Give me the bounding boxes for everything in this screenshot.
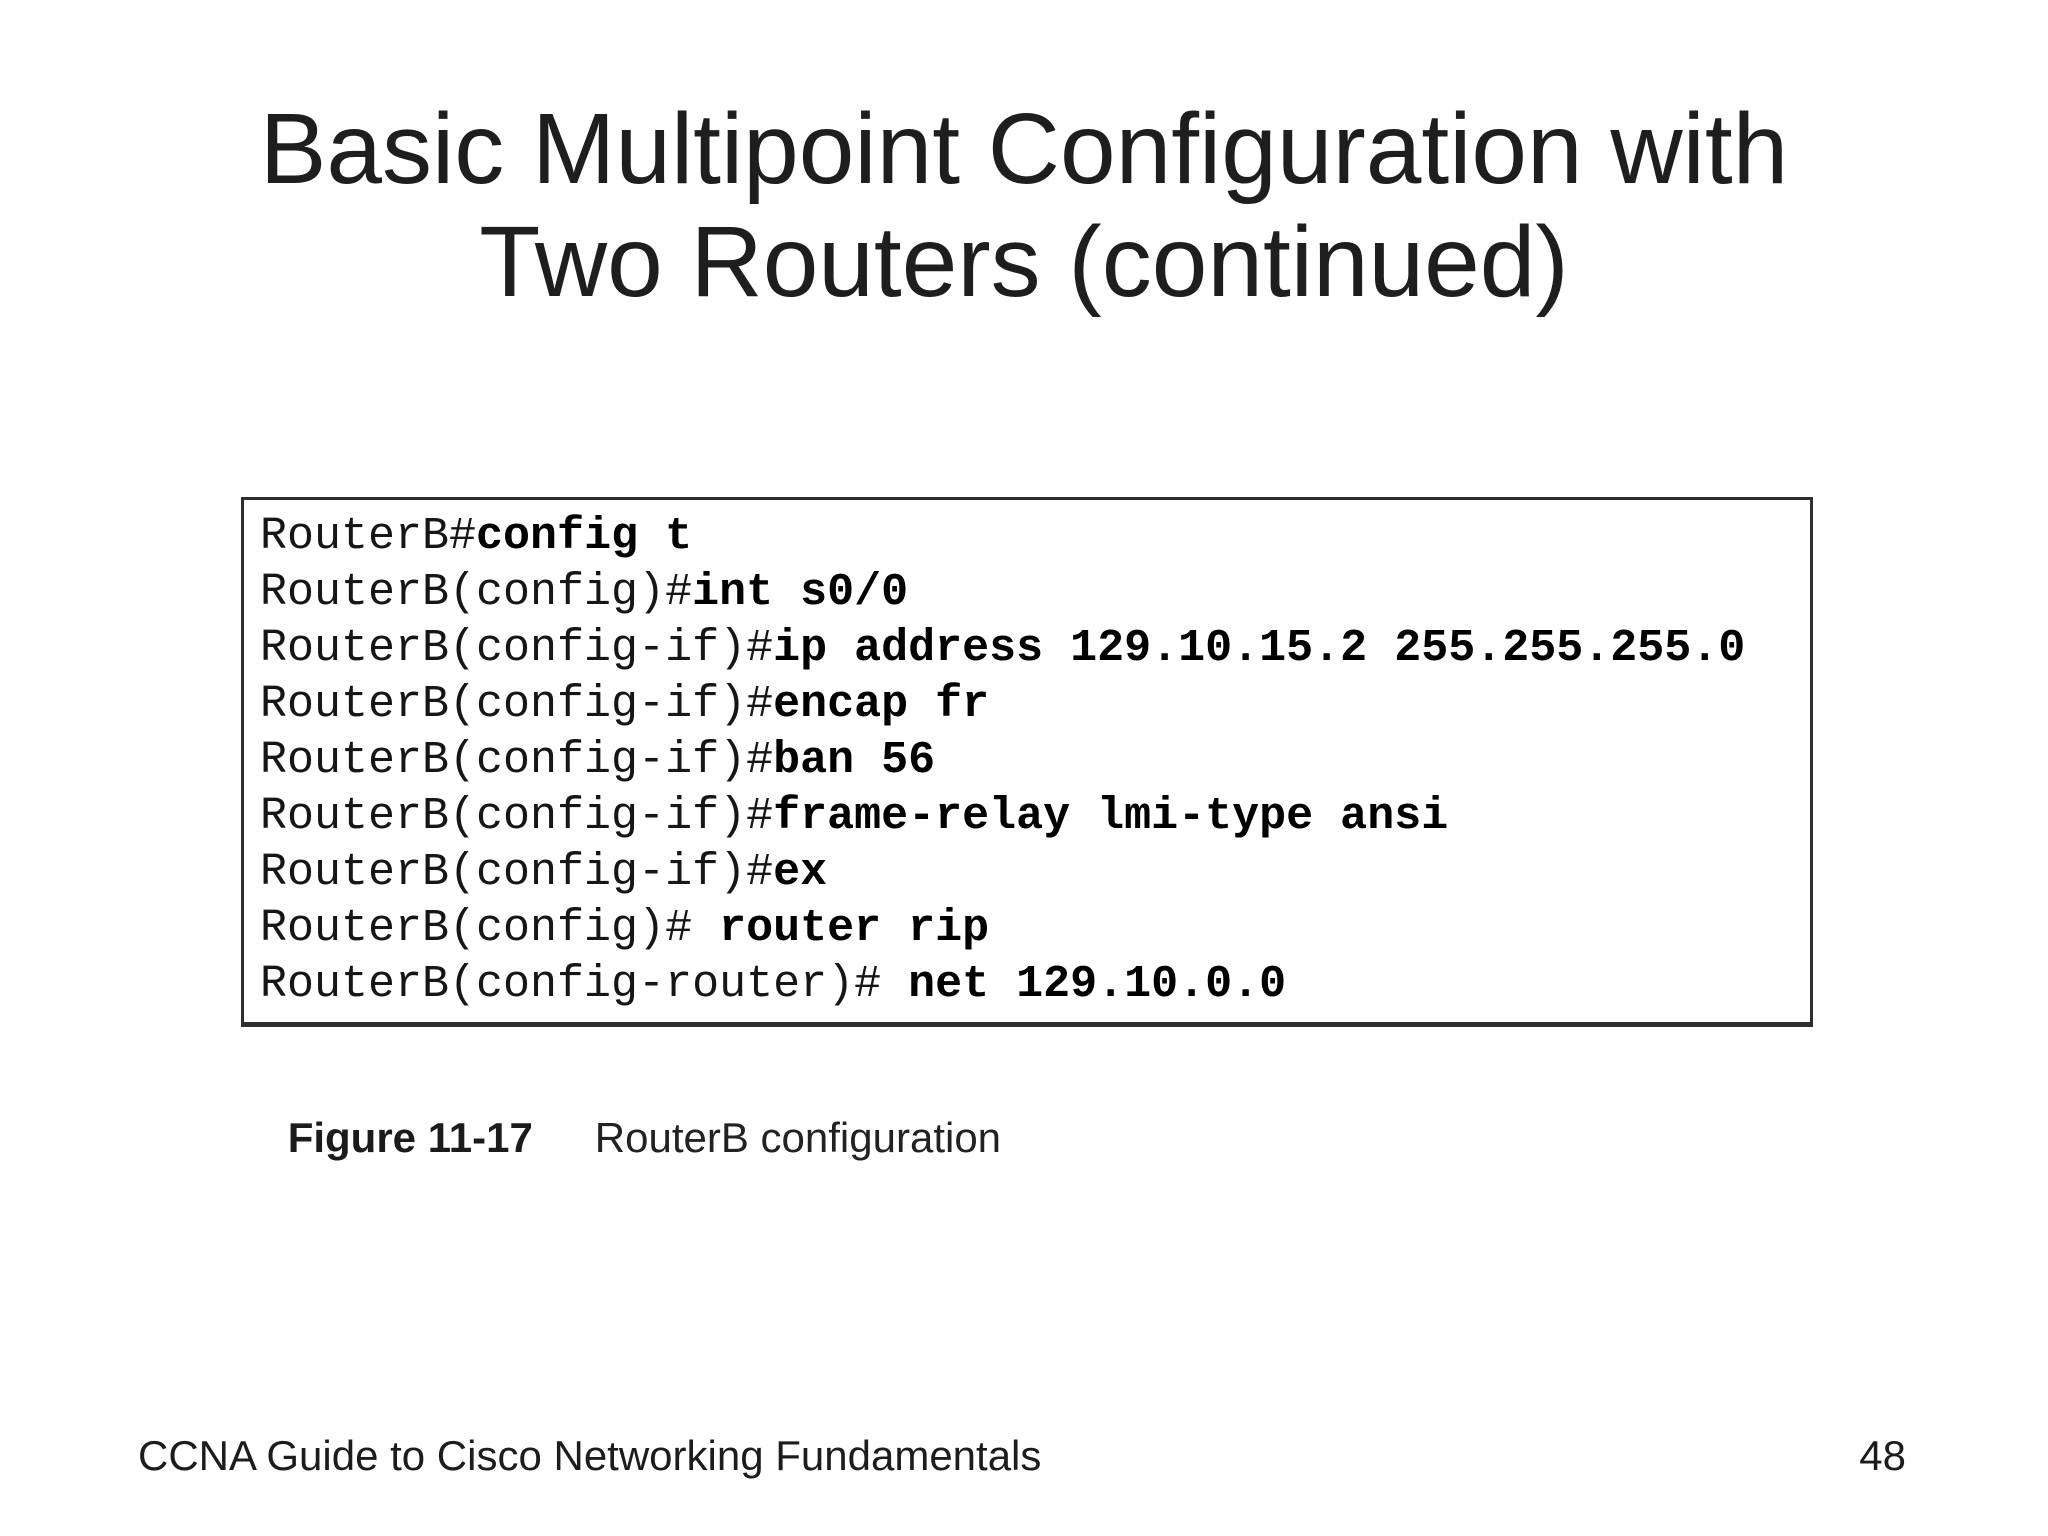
terminal-command: encap fr: [773, 679, 990, 730]
terminal-command: ex: [773, 847, 828, 898]
footer-book-title: CCNA Guide to Cisco Networking Fundament…: [138, 1432, 1042, 1479]
terminal-line: RouterB(config-router)# net 129.10.0.0: [260, 957, 1810, 1013]
terminal-line: RouterB(config)#int s0/0: [260, 565, 1810, 621]
terminal-line: RouterB(config-if)#frame-relay lmi-type …: [260, 789, 1810, 845]
terminal-line: RouterB(config)# router rip: [260, 901, 1810, 957]
terminal-line: RouterB(config-if)#ip address 129.10.15.…: [260, 621, 1810, 677]
terminal-command: net 129.10.0.0: [908, 959, 1287, 1010]
terminal-figure-box: RouterB#config t RouterB(config)#int s0/…: [241, 497, 1813, 1027]
slide-title-line-1: Basic Multipoint Configuration with: [259, 93, 1789, 205]
terminal-prompt: RouterB(config-if)#: [260, 847, 774, 898]
terminal-prompt: RouterB(config-if)#: [260, 735, 774, 786]
terminal-prompt: RouterB(config-router)#: [260, 959, 909, 1010]
figure-caption-text: RouterB configuration: [594, 1114, 1002, 1161]
terminal-prompt: RouterB(config-if)#: [260, 791, 774, 842]
figure-caption: Figure 11-17 RouterB configuration: [241, 1066, 1001, 1210]
terminal-prompt: RouterB(config-if)#: [260, 623, 774, 674]
slide-title: Basic Multipoint Configuration with Two …: [0, 93, 2048, 319]
terminal-command: ip address 129.10.15.2 255.255.255.0: [773, 623, 1746, 674]
terminal-line: RouterB(config-if)#ex: [260, 845, 1810, 901]
terminal-command: config t: [476, 511, 693, 562]
terminal-command: frame-relay lmi-type ansi: [773, 791, 1449, 842]
terminal-line: RouterB(config-if)#encap fr: [260, 677, 1810, 733]
slide-title-line-2: Two Routers (continued): [479, 206, 1569, 318]
page-number: 48: [1859, 1432, 1906, 1479]
terminal-prompt: RouterB(config)#: [260, 903, 720, 954]
terminal-line: RouterB(config-if)#ban 56: [260, 733, 1810, 789]
terminal-prompt: RouterB(config)#: [260, 567, 693, 618]
figure-caption-label: Figure 11-17: [287, 1114, 533, 1161]
terminal-line: RouterB#config t: [260, 509, 1810, 565]
terminal-command: int s0/0: [692, 567, 909, 618]
terminal-command: router rip: [719, 903, 990, 954]
terminal-prompt: RouterB(config-if)#: [260, 679, 774, 730]
terminal-prompt: RouterB#: [260, 511, 477, 562]
terminal-command: ban 56: [773, 735, 936, 786]
